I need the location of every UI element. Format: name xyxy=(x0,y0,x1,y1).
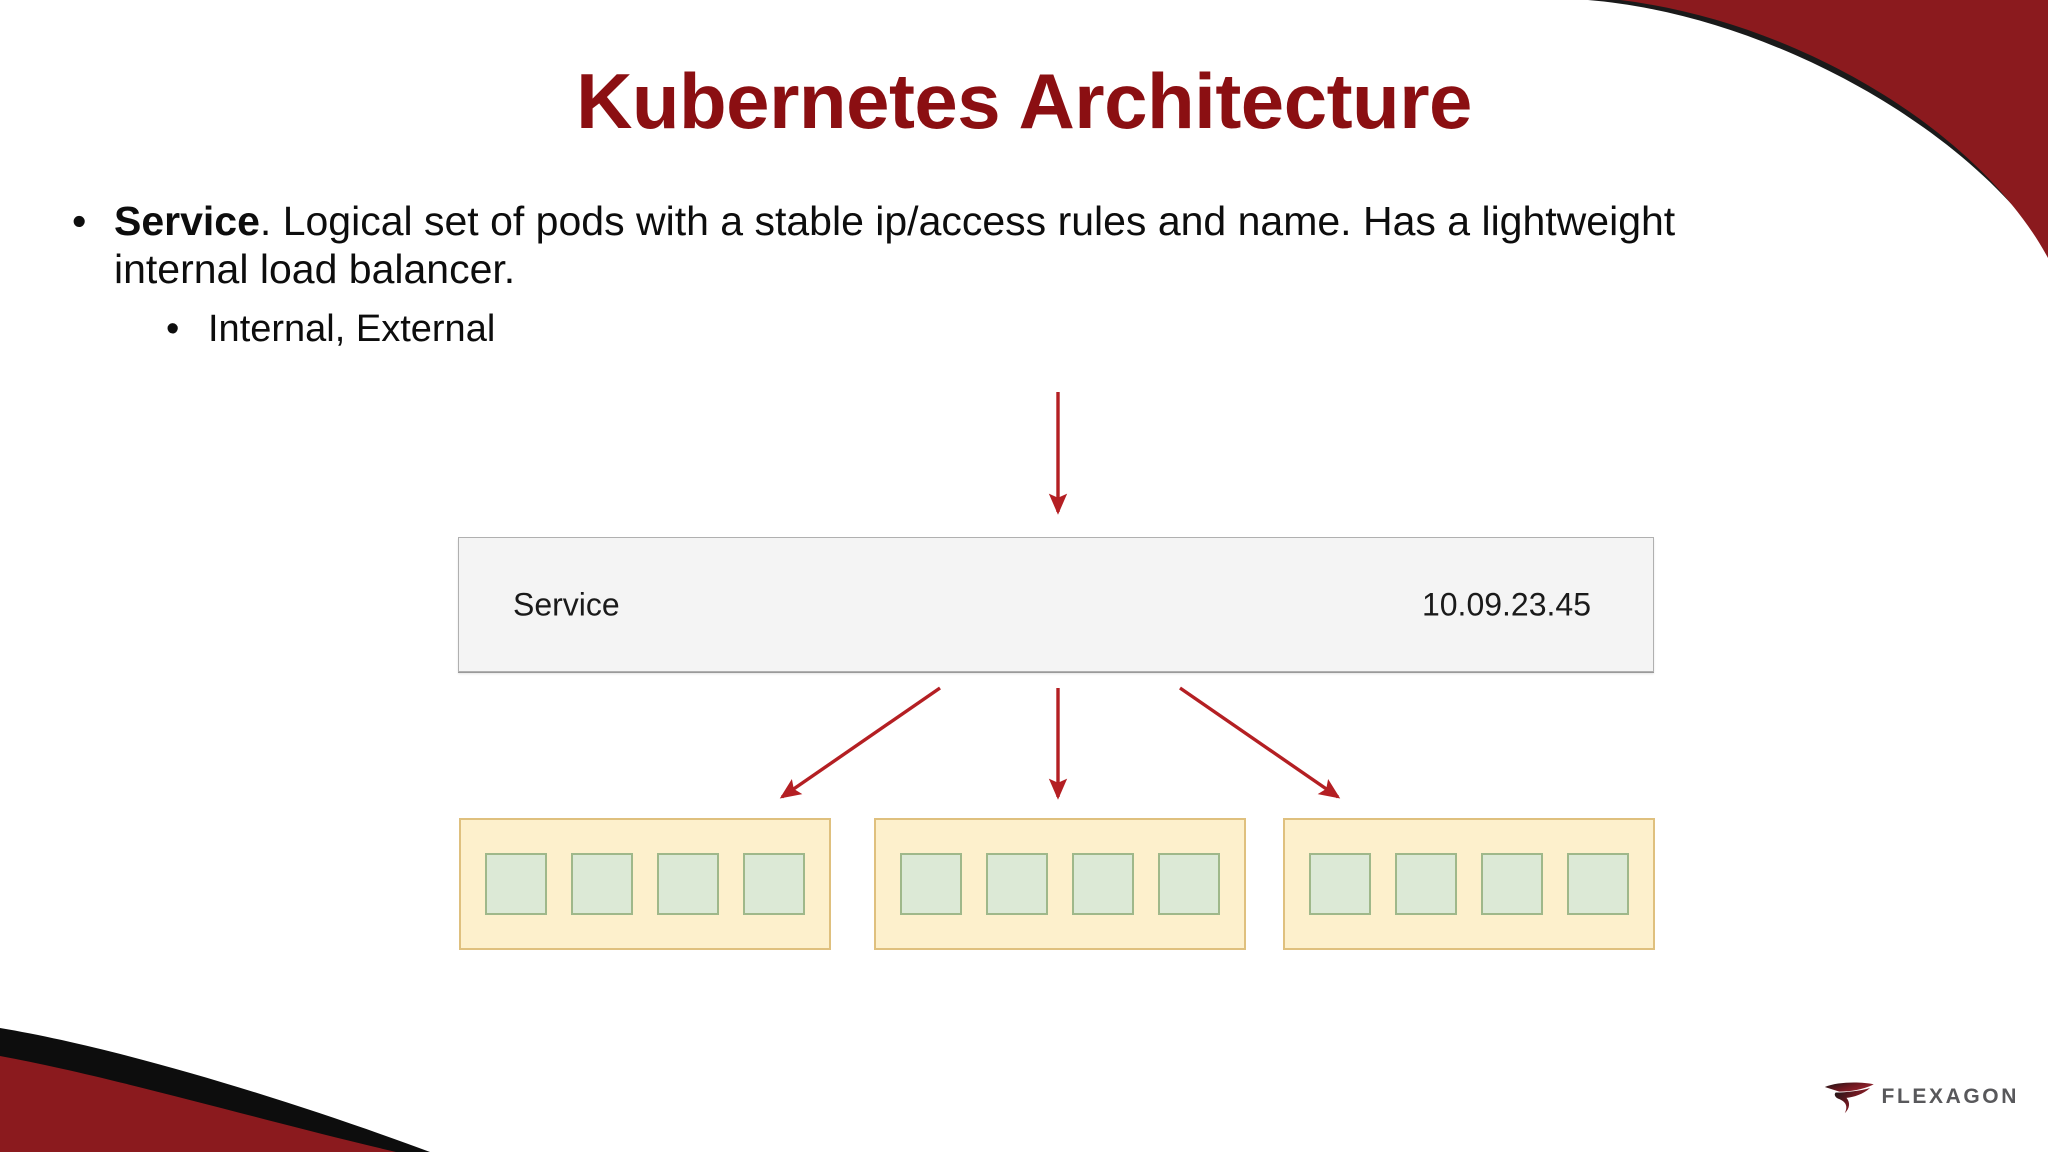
sub-bullet-text: Internal, External xyxy=(208,307,496,350)
container-box xyxy=(1158,853,1220,915)
container-box xyxy=(900,853,962,915)
service-to-pod-group-1-arrow xyxy=(779,686,941,799)
bullet-list: • Service. Logical set of pods with a sta… xyxy=(56,198,1736,352)
service-box-ip: 10.09.23.45 xyxy=(1421,586,1591,622)
flexagon-logo: FLEXAGON xyxy=(1823,1073,2019,1121)
service-to-pod-group-3-arrow xyxy=(1179,686,1341,799)
container-box xyxy=(1395,853,1457,915)
bullet-item-service: • Service. Logical set of pods with a sta… xyxy=(56,198,1736,294)
container-box xyxy=(1072,853,1134,915)
bullet-marker: • xyxy=(72,198,87,244)
container-box xyxy=(657,853,719,915)
pod-group-1[interactable] xyxy=(459,818,831,950)
container-box xyxy=(743,853,805,915)
service-box[interactable]: Service 10.09.23.45 xyxy=(458,537,1654,672)
container-box xyxy=(986,853,1048,915)
pod-group-2[interactable] xyxy=(874,818,1246,950)
container-box xyxy=(571,853,633,915)
container-box xyxy=(485,853,547,915)
sub-bullet-marker: • xyxy=(166,307,180,350)
pod-group-3[interactable] xyxy=(1283,818,1655,950)
bullet-text-service: . Logical set of pods with a stable ip/a… xyxy=(114,198,1676,292)
flexagon-swoosh-icon xyxy=(1824,1082,1874,1114)
container-box xyxy=(1309,853,1371,915)
flexagon-wordmark: FLEXAGON xyxy=(1881,1085,2019,1108)
container-box xyxy=(1567,853,1629,915)
service-box-label: Service xyxy=(513,586,620,622)
bullet-item-internal-external: • Internal, External xyxy=(152,307,1736,352)
bullet-lead-service: Service xyxy=(114,198,260,244)
page-title: Kubernetes Architecture xyxy=(576,57,1472,145)
container-box xyxy=(1481,853,1543,915)
